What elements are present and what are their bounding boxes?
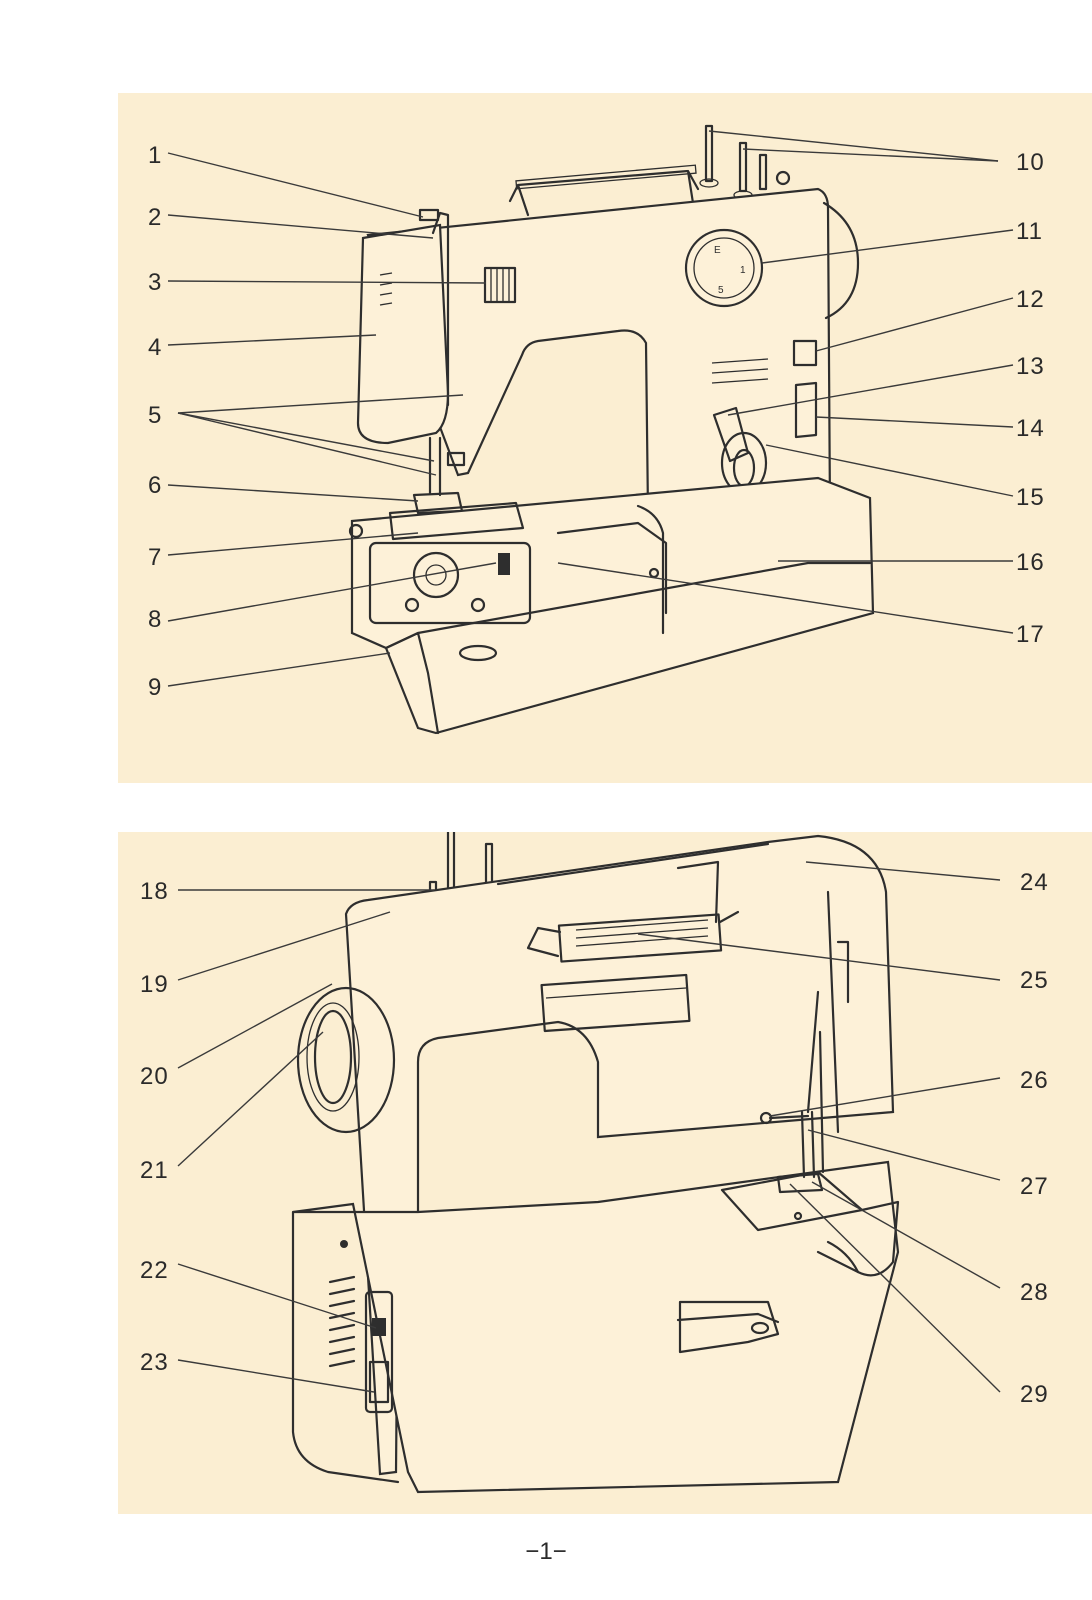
front-view-illustration: E 1 5	[148, 124, 1045, 735]
base-stand	[676, 1300, 780, 1354]
handwheel	[296, 986, 396, 1134]
callout-25: 25	[1020, 967, 1049, 994]
callout-15: 15	[1016, 484, 1045, 511]
callout-28: 28	[1020, 1279, 1049, 1306]
callout-19: 19	[140, 971, 169, 998]
callout-17: 17	[1016, 621, 1045, 648]
machine-body-back	[344, 834, 895, 1476]
callout-21: 21	[140, 1157, 169, 1184]
svg-text:1: 1	[740, 265, 746, 276]
leader-lines-front-left	[167, 152, 497, 687]
callout-24: 24	[1020, 869, 1049, 896]
leader-lines-front-right	[557, 130, 1014, 634]
back-view-panel: 18 19 20 21 22 23 24 25 26 27 28 29	[118, 832, 1092, 1514]
face-cover-vents	[379, 272, 393, 306]
callout-4: 4	[148, 334, 162, 361]
carry-handle	[508, 169, 700, 217]
front-view-panel: E 1 5	[118, 93, 1092, 783]
callout-6: 6	[148, 472, 162, 499]
machine-upper-arm	[366, 187, 832, 535]
callout-16: 16	[1016, 549, 1045, 576]
callout-20: 20	[140, 1063, 169, 1090]
callout-26: 26	[1020, 1067, 1049, 1094]
back-view-illustration: 18 19 20 21 22 23 24 25 26 27 28 29	[140, 832, 1049, 1494]
machine-base-back	[292, 1160, 900, 1494]
svg-text:E: E	[714, 245, 721, 256]
callout-29: 29	[1020, 1381, 1049, 1408]
callout-27: 27	[1020, 1173, 1049, 1200]
svg-text:5: 5	[718, 285, 724, 296]
motor-vents	[328, 1275, 356, 1368]
callout-7: 7	[148, 544, 162, 571]
label-plate	[540, 973, 691, 1033]
callout-14: 14	[1016, 415, 1045, 442]
callout-1: 1	[148, 142, 162, 169]
callout-3: 3	[148, 269, 162, 296]
thread-tension-dial	[483, 266, 517, 304]
leader-lines-back-left	[177, 889, 434, 1393]
stitch-dial: E 1 5	[684, 228, 764, 308]
pattern-chart	[711, 358, 769, 384]
free-arm-base	[350, 476, 875, 735]
face-cover	[356, 223, 450, 445]
callout-18: 18	[140, 878, 169, 905]
callout-12: 12	[1016, 286, 1045, 313]
callout-10: 10	[1016, 149, 1045, 176]
callout-13: 13	[1016, 353, 1045, 380]
carry-handle-back	[526, 910, 740, 963]
callout-2: 2	[148, 204, 162, 231]
needle-plate	[388, 501, 525, 541]
reverse-button	[792, 339, 818, 367]
callout-8: 8	[148, 606, 162, 633]
callout-23: 23	[140, 1349, 169, 1376]
callout-22: 22	[140, 1257, 169, 1284]
accessory-box	[384, 631, 440, 735]
callout-9: 9	[148, 674, 162, 701]
callout-11: 11	[1016, 218, 1043, 245]
bobbin-case	[368, 541, 532, 625]
spool-pins-front	[699, 124, 791, 200]
callout-5: 5	[148, 402, 162, 429]
page-number: −1−	[525, 1538, 567, 1565]
power-switch-socket	[364, 1290, 394, 1414]
leader-lines-back-right	[637, 861, 1001, 1393]
